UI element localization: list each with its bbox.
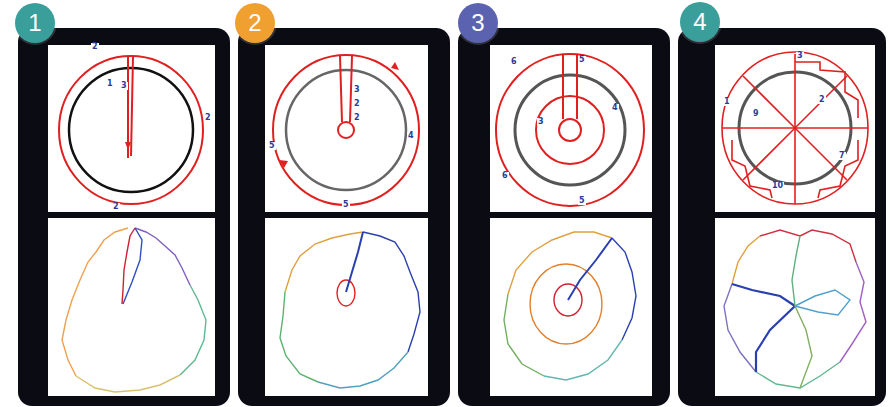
callout-number: 2 — [112, 203, 120, 211]
panel — [238, 28, 450, 406]
callout-number: 2 — [204, 114, 212, 122]
callout-number: 4 — [611, 104, 619, 112]
step-number: 1 — [28, 11, 41, 35]
step-number: 3 — [471, 11, 484, 35]
callout-number: 3 — [353, 86, 361, 94]
callout-number: 2 — [91, 43, 99, 51]
route-diagram — [722, 52, 868, 204]
callout-number: 1 — [106, 80, 114, 88]
callout-number: 4 — [407, 132, 415, 140]
callout-number: 3 — [796, 52, 804, 60]
step-badge: 4 — [680, 2, 720, 42]
step-badge: 2 — [235, 3, 275, 43]
callout-number: 1 — [723, 98, 731, 106]
step-badge: 1 — [15, 3, 55, 43]
trajectory — [504, 232, 636, 380]
callout-number: 5 — [578, 197, 586, 205]
trajectory — [62, 228, 206, 392]
panel — [18, 28, 230, 406]
panel — [678, 28, 886, 406]
callout-number: 7 — [838, 152, 846, 160]
route-diagram — [59, 56, 203, 204]
white-area — [48, 45, 875, 396]
callout-number: 2 — [353, 100, 361, 108]
trajectory — [724, 230, 866, 388]
route-diagram — [273, 55, 419, 205]
route-diagram — [496, 54, 644, 206]
step-badge: 3 — [458, 3, 498, 43]
callout-number: 3 — [537, 118, 545, 126]
callout-number: 5 — [342, 201, 350, 209]
callout-number: 5 — [578, 56, 586, 64]
callout-number: 2 — [353, 114, 361, 122]
callout-number: 3 — [120, 82, 128, 90]
panel — [458, 28, 670, 406]
step-number: 2 — [248, 11, 261, 35]
callout-number: 2 — [818, 96, 826, 104]
callout-number: 6 — [510, 58, 518, 66]
callout-number: 5 — [268, 142, 276, 150]
callout-number: 10 — [771, 182, 784, 190]
callout-number: 9 — [752, 110, 760, 118]
step-number: 4 — [693, 10, 706, 34]
trajectory — [280, 232, 420, 388]
callout-number: 6 — [501, 172, 509, 180]
